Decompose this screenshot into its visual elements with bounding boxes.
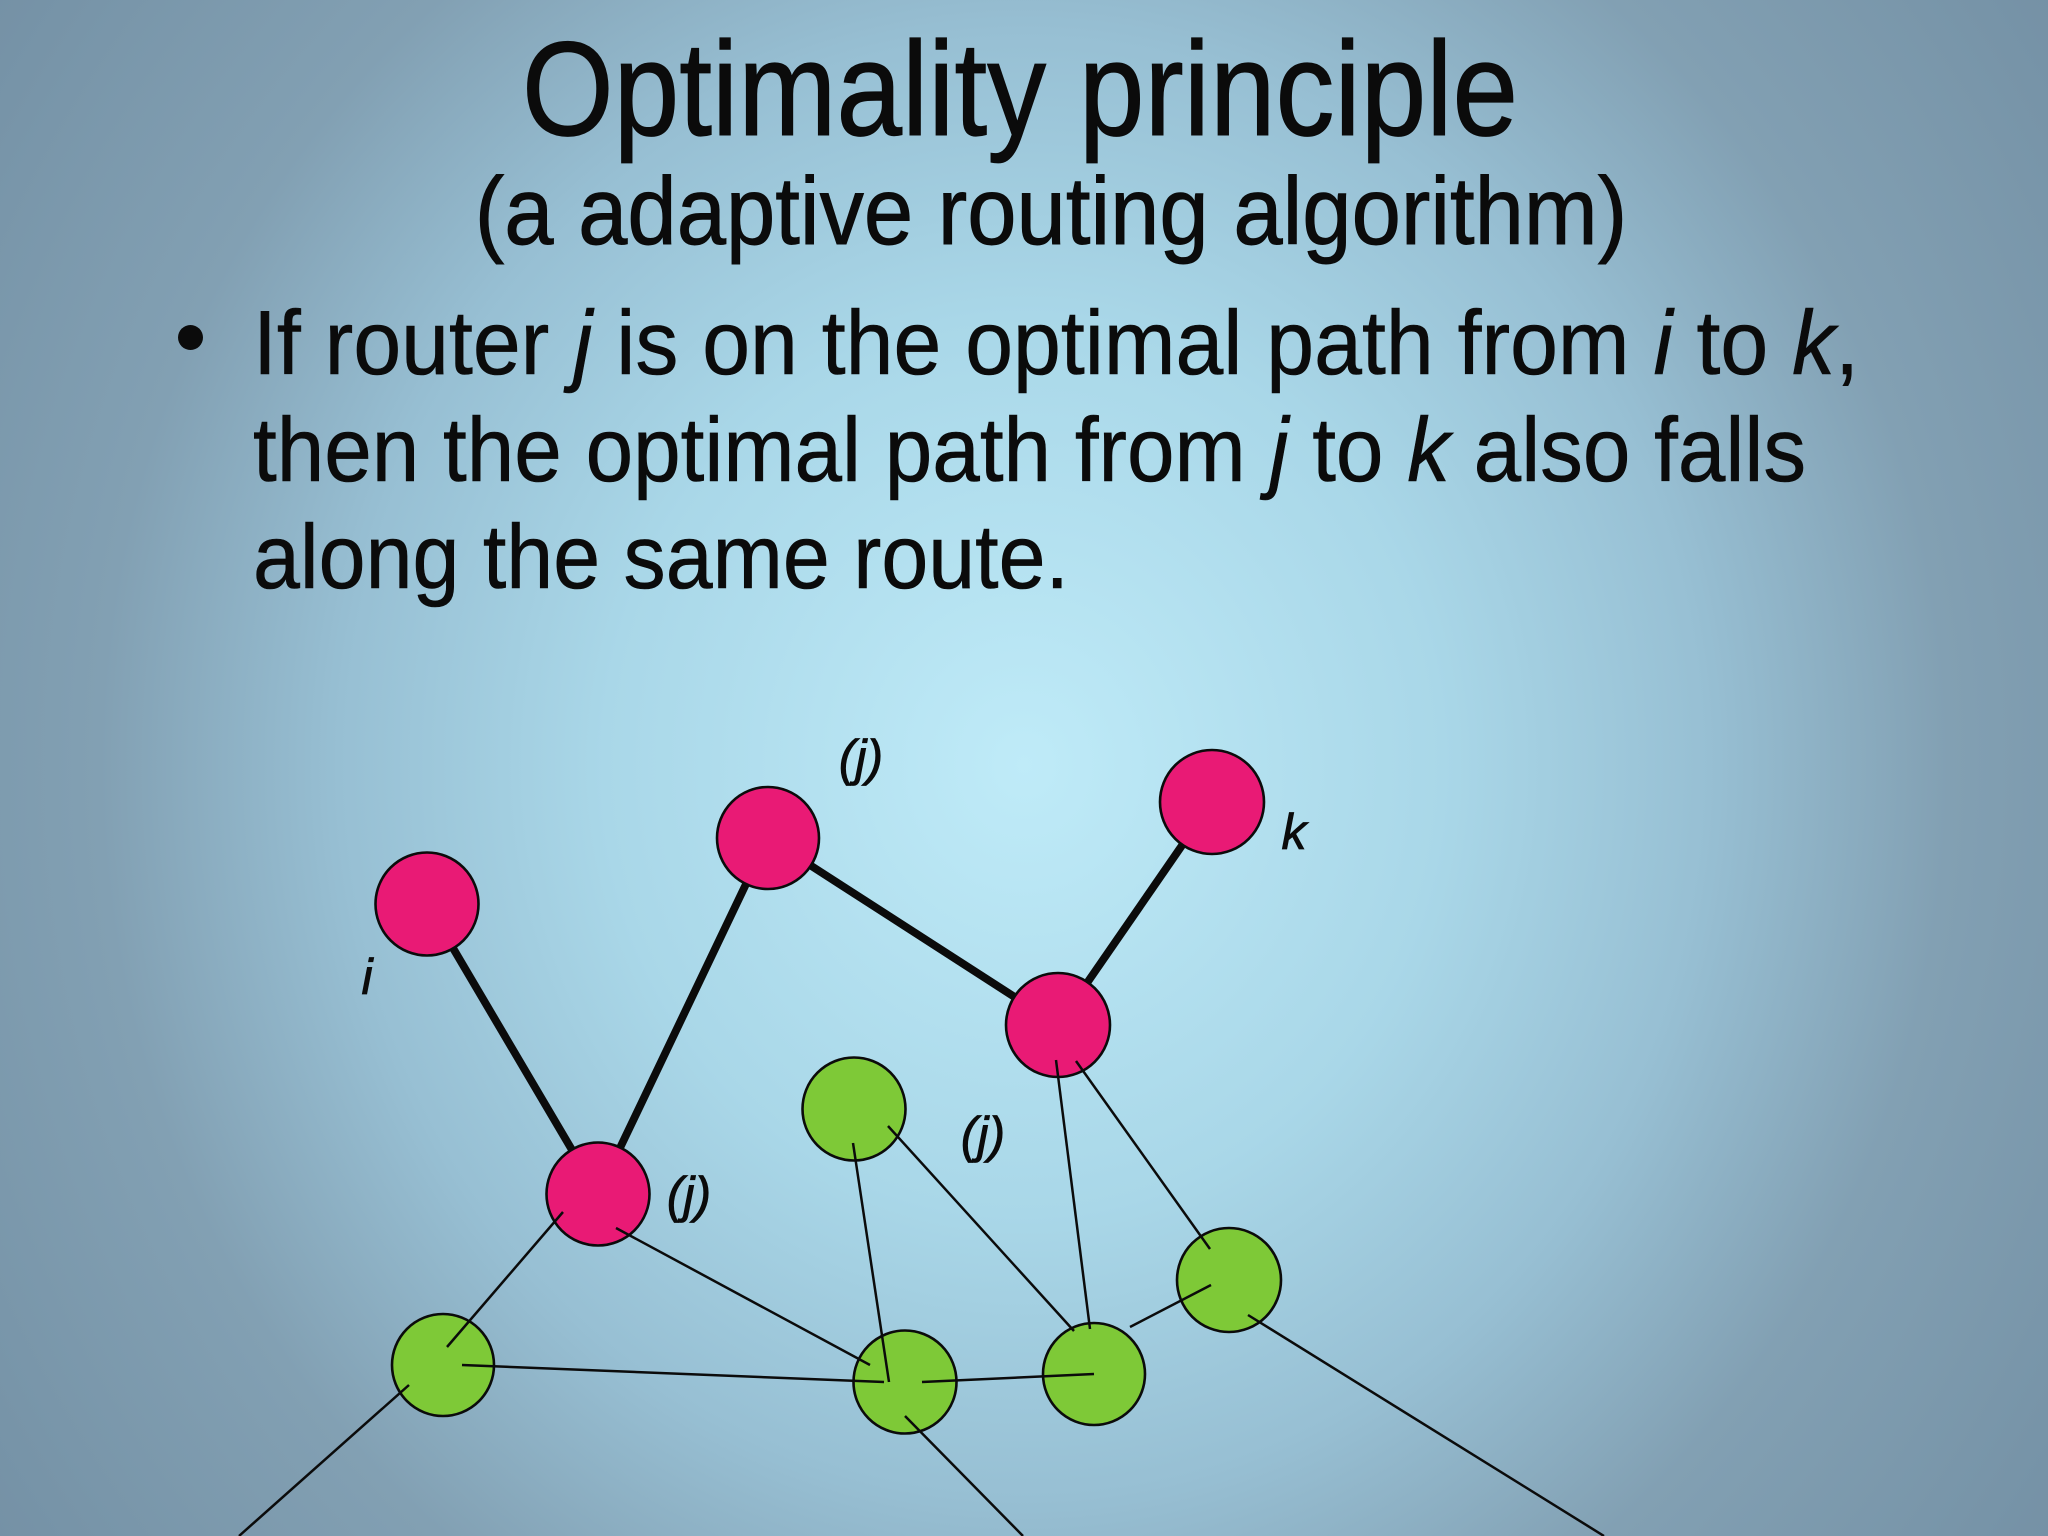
svg-text:(j): (j): [839, 730, 883, 786]
svg-text:(j): (j): [667, 1167, 711, 1223]
svg-text:(j): (j): [961, 1107, 1005, 1163]
svg-text:i: i: [361, 949, 374, 1005]
svg-text:k: k: [1282, 804, 1310, 860]
